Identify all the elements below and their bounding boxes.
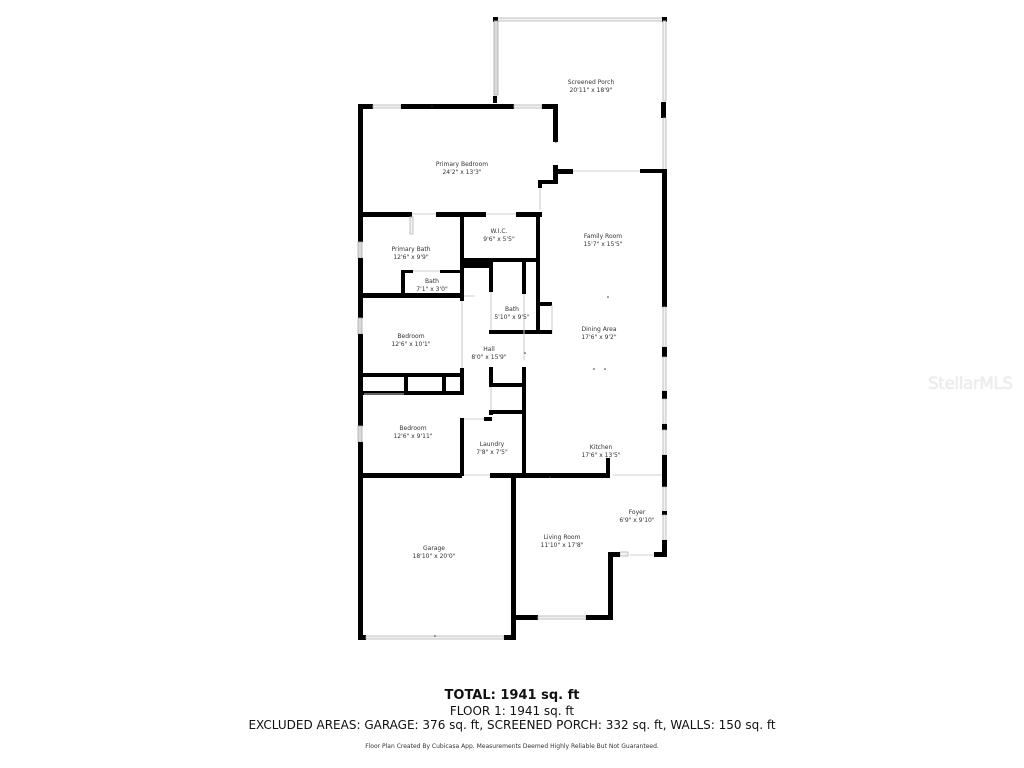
walls: [357, 104, 667, 640]
room-dimensions: 12'6" x 9'11": [393, 433, 433, 440]
floor-area: FLOOR 1: 1941 sq. ft: [449, 704, 575, 718]
room-name: Screened Porch: [567, 79, 615, 86]
room-name: Hall: [483, 346, 495, 353]
watermark: StellarMLS: [928, 374, 1013, 394]
screened-porch-walls: [493, 17, 667, 171]
room-dimensions: 12'6" x 10'1": [391, 341, 431, 348]
room-dimensions: 9'6" x 5'5": [483, 236, 515, 243]
room-name: Foyer: [628, 509, 646, 516]
room-name: Bath: [425, 278, 439, 285]
room-name: Family Room: [583, 233, 623, 240]
room-name: Bath: [505, 306, 519, 313]
room-name: Primary Bedroom: [435, 161, 489, 168]
room-dimensions: 15'7" x 15'5": [583, 241, 623, 248]
room-dimensions: 11'10" x 17'8": [540, 542, 584, 549]
room-dimensions: 20'11" x 18'9": [569, 87, 613, 94]
room-name: W.I.C.: [490, 228, 508, 235]
room-name: Living Room: [543, 534, 581, 541]
room-name: Garage: [423, 545, 445, 552]
room-dimensions: 5'10" x 9'5": [494, 314, 530, 321]
room-dimensions: 18'10" x 20'0": [412, 553, 456, 560]
room-dimensions: 24'2" x 13'3": [442, 169, 482, 176]
disclaimer: Floor Plan Created By Cubicasa App. Meas…: [365, 743, 659, 750]
total-area: TOTAL: 1941 sq. ft: [444, 688, 580, 703]
room-dimensions: 12'6" x 9'9": [393, 254, 429, 261]
room-name: Bedroom: [397, 333, 425, 340]
room-dimensions: 8'0" x 15'9": [471, 354, 507, 361]
room-name: Laundry: [479, 441, 505, 448]
room-name: Bedroom: [399, 425, 427, 432]
room-name: Dining Area: [581, 326, 617, 333]
room-dimensions: 17'6" x 9'2": [581, 334, 617, 341]
room-dimensions: 7'8" x 7'5": [476, 449, 508, 456]
room-dimensions: 6'9" x 9'10": [619, 517, 655, 524]
room-dimensions: 17'6" x 13'5": [581, 452, 621, 459]
wall-markers: [431, 105, 609, 637]
room-name: Primary Bath: [391, 246, 431, 253]
room-dimensions: 7'1" x 3'0": [416, 286, 448, 293]
excluded-areas: EXCLUDED AREAS: GARAGE: 376 sq. ft, SCRE…: [248, 718, 776, 732]
room-name: Kitchen: [589, 444, 613, 451]
